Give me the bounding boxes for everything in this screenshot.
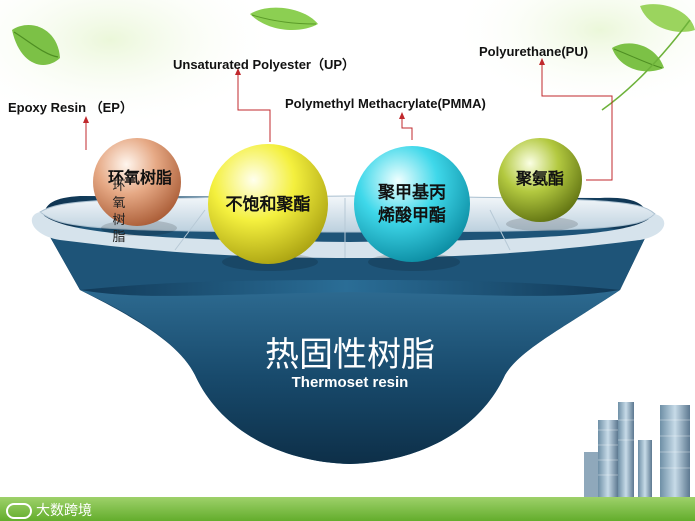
- arrow-pmma-icon: [399, 112, 405, 119]
- label-up: Unsaturated Polyester（UP）: [173, 57, 356, 72]
- leaf-top-left-icon: [12, 25, 60, 65]
- sphere-pmma-text-line1: 聚甲基丙: [378, 183, 446, 203]
- bowl-base: [31, 195, 665, 464]
- brand-name: 大数跨境: [36, 503, 92, 519]
- connector-lines: [85, 62, 613, 181]
- connector-arrowheads: [83, 58, 545, 123]
- sphere-pu: [498, 138, 582, 231]
- arrow-up-icon: [235, 68, 241, 75]
- label-pmma: Polymethyl Methacrylate(PMMA): [285, 96, 486, 111]
- brand-logo: 大数跨境: [6, 500, 92, 520]
- leaf-top-center-icon: [250, 7, 318, 30]
- sphere-ep-text: 环氧树脂: [107, 168, 172, 187]
- connector-up: [237, 72, 271, 142]
- brand-mark-icon: [6, 503, 32, 519]
- sphere-up-text: 不饱和聚酯: [225, 195, 311, 215]
- title-english: Thermoset resin: [291, 374, 409, 391]
- label-pu: Polyurethane(PU): [479, 44, 589, 59]
- arrow-pu-icon: [539, 58, 545, 65]
- arrow-ep-icon: [83, 116, 89, 123]
- sphere-pmma: [354, 146, 470, 271]
- sphere-pu-text: 聚氨酯: [515, 169, 564, 188]
- label-ep: Epoxy Resin （EP）: [8, 100, 133, 115]
- leaf-top-right-icon: [601, 4, 695, 111]
- sphere-pmma-text-line2: 烯酸甲酯: [378, 206, 446, 226]
- sphere-ep: [93, 138, 181, 236]
- title-chinese: 热固性树脂: [265, 335, 435, 375]
- sphere-up: [208, 144, 328, 271]
- connector-pu: [541, 62, 613, 181]
- connector-pmma: [401, 115, 413, 140]
- sphere-ep-vertical-text: 环氧树脂: [112, 179, 126, 245]
- footer-bar: [0, 497, 695, 521]
